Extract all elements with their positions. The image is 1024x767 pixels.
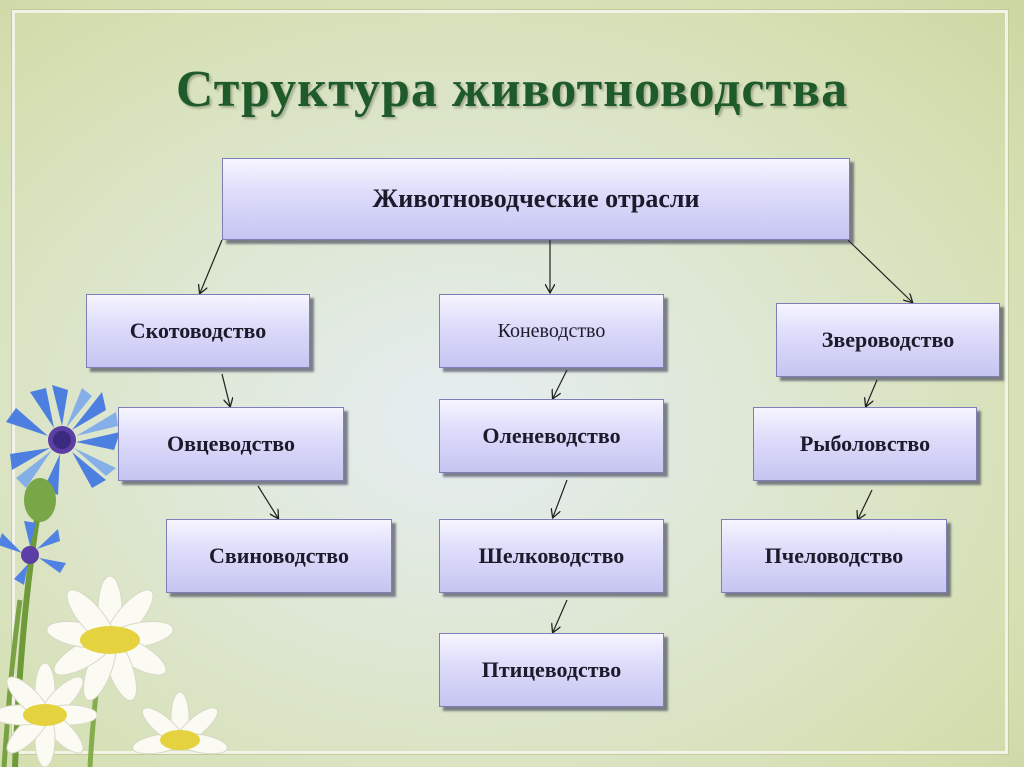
chamomile-bottom-icon [132, 691, 228, 755]
branch-ovcevodstvo: Овцеводство [118, 407, 344, 481]
slide-frame [12, 10, 1008, 754]
branch-shelkovodstvo: Шелководство [439, 519, 664, 593]
arrow-shelkovodstvo-to-pticevodstvo [553, 599, 568, 632]
branch-zverovodstvo: Звероводство [776, 303, 1000, 377]
chamomile-small-icon [0, 662, 98, 767]
root-box: Животноводческие отрасли [222, 158, 850, 240]
branch-skotovodstvo: Скотоводство [86, 294, 310, 368]
arrow-zverovodstvo-to-rybolovstvo [866, 379, 878, 406]
branch-pchelovodstvo: Пчеловодство [721, 519, 947, 593]
arrow-rybolovstvo-to-pchelovodstvo [858, 489, 873, 519]
chamomile-large-icon [46, 575, 174, 701]
slide-title: Структура животноводства [175, 61, 849, 118]
branch-konevodstvo: Коневодство [439, 294, 664, 368]
branch-rybolovstvo: Рыболовство [753, 407, 977, 481]
branch-pticevodstvo: Птицеводство [439, 633, 664, 707]
branch-svinovodstvo: Свиноводство [166, 519, 392, 593]
branch-olenevodstvo: Оленеводство [439, 399, 664, 473]
bud-icon [24, 478, 56, 522]
arrow-konevodstvo-to-olenevodstvo [553, 369, 568, 398]
arrow-ovcevodstvo-to-svinovodstvo [257, 485, 278, 518]
arrow-root-to-skotovodstvo [200, 239, 223, 293]
arrow-olenevodstvo-to-shelkovodstvo [553, 479, 568, 517]
arrow-skotovodstvo-to-ovcevodstvo [221, 373, 230, 406]
arrow-root-to-zverovodstvo [847, 239, 912, 302]
cornflower-small-icon [0, 521, 66, 585]
